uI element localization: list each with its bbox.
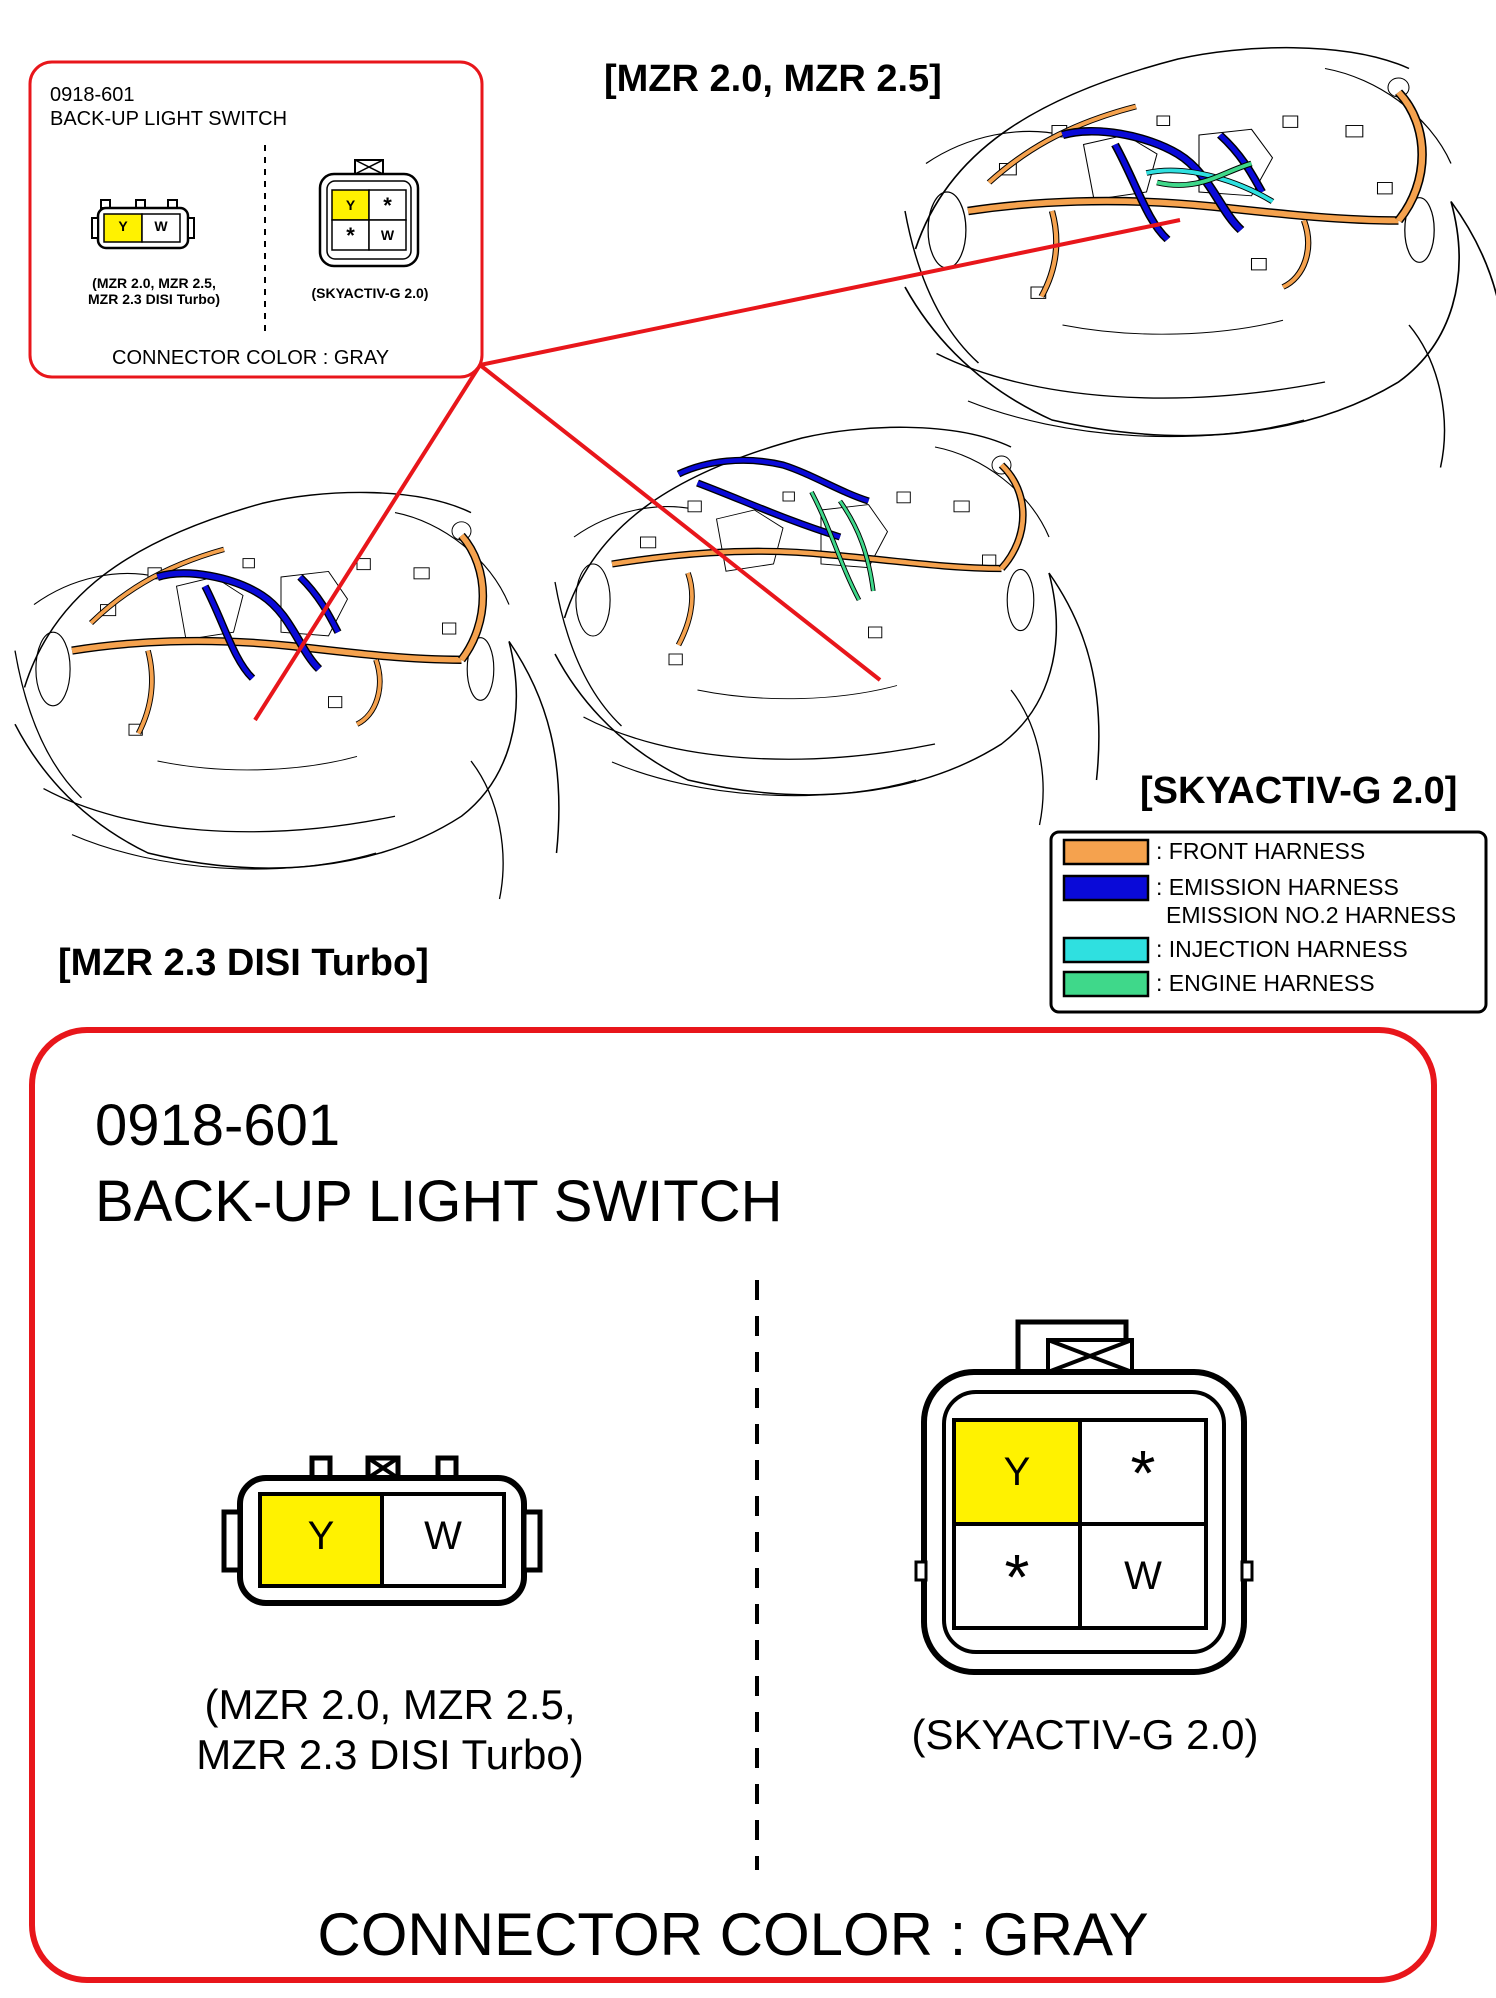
car-skyactiv [554,426,1100,826]
right-pin-1: Y [1003,1450,1031,1494]
small-right-pin-4: W [380,227,395,243]
legend-box [1049,830,1488,1014]
small-left-pin-2: W [154,218,168,234]
connector-color-note: CONNECTOR COLOR : GRAY [317,1901,1149,1968]
left-connector-caption: (MZR 2.0, MZR 2.5, MZR 2.3 DISI Turbo) [196,1681,584,1778]
small-left-pin-1: Y [118,218,128,234]
right-pin-4: W [1124,1554,1162,1598]
left-pin-2: W [424,1514,462,1558]
small-right-caption: (SKYACTIV-G 2.0) [311,285,429,301]
variant-label-mzr-20-25: [MZR 2.0, MZR 2.5] [604,58,942,100]
legend-swatch-4 [1062,970,1150,998]
small-right-connector [318,159,420,268]
small-left-caption: (MZR 2.0, MZR 2.5, MZR 2.3 DISI Turbo) [88,275,220,307]
right-connector-caption: (SKYACTIV-G 2.0) [911,1711,1259,1758]
small-left-connector [91,199,195,250]
small-right-pin-3: * [346,223,355,248]
small-connector-name: BACK-UP LIGHT SWITCH [50,108,288,130]
variant-label-skyactiv: [SKYACTIV-G 2.0] [1140,770,1458,812]
legend-engine-label: : ENGINE HARNESS [1156,970,1375,996]
left-pin-1: Y [307,1514,335,1558]
right-pin-3: * [1004,1541,1030,1613]
connector-code: 0918-601 [95,1093,341,1158]
callout-lines [253,218,1181,722]
large-right-connector [914,1319,1254,1675]
large-callout-box [29,1027,1437,1983]
legend-swatches [1062,838,1150,998]
connector-name: BACK-UP LIGHT SWITCH [95,1169,783,1234]
legend-swatch-2 [1062,874,1150,902]
large-left-connector [221,1455,543,1606]
small-connector-color-note: CONNECTOR COLOR : GRAY [112,347,390,369]
car-mzr-20-25 [904,46,1496,469]
variant-label-mzr-23-turbo: [MZR 2.3 DISI Turbo] [58,942,429,984]
legend-emission-label: : EMISSION HARNESS [1156,874,1399,900]
small-connector-code: 0918-601 [50,84,135,106]
legend-injection-label: : INJECTION HARNESS [1156,936,1408,962]
legend-swatch-1 [1062,838,1150,866]
car-mzr-23-turbo [14,491,560,900]
small-callout-box [28,60,484,379]
right-pin-2: * [1130,1437,1156,1509]
legend-emission2-label: EMISSION NO.2 HARNESS [1166,902,1457,928]
legend-front-label: : FRONT HARNESS [1156,838,1366,864]
legend-swatch-3 [1062,936,1150,964]
small-right-pin-2: * [383,193,392,218]
small-right-pin-1: Y [345,197,356,213]
